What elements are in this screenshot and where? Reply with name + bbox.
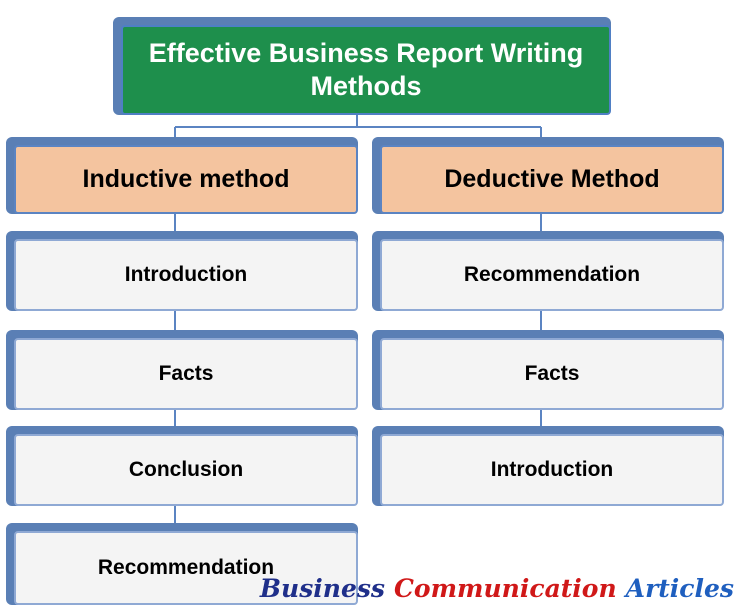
inductive-step-2: Facts [6,330,358,410]
step-label: Introduction [14,239,358,311]
step-label: Facts [14,338,358,410]
deductive-method-label: Deductive Method [380,145,724,214]
inductive-method-box: Inductive method [6,137,358,214]
inductive-method-label: Inductive method [14,145,358,214]
diagram-title: Effective Business Report Writing Method… [121,25,611,115]
deductive-step-3: Introduction [372,426,724,506]
inductive-step-3: Conclusion [6,426,358,506]
step-label: Recommendation [14,531,358,605]
footer-word-business: Business [259,573,386,603]
inductive-step-4: Recommendation [6,523,358,605]
deductive-step-2: Facts [372,330,724,410]
watermark-footer: Business Communication Articles [260,568,734,608]
deductive-method-box: Deductive Method [372,137,724,214]
step-label: Conclusion [14,434,358,506]
step-label: Facts [380,338,724,410]
deductive-step-1: Recommendation [372,231,724,311]
step-label: Introduction [380,434,724,506]
footer-word-communication: Communication [394,573,617,603]
title-box: Effective Business Report Writing Method… [113,17,611,115]
step-label: Recommendation [380,239,724,311]
footer-word-articles: Articles [625,573,734,603]
inductive-step-1: Introduction [6,231,358,311]
